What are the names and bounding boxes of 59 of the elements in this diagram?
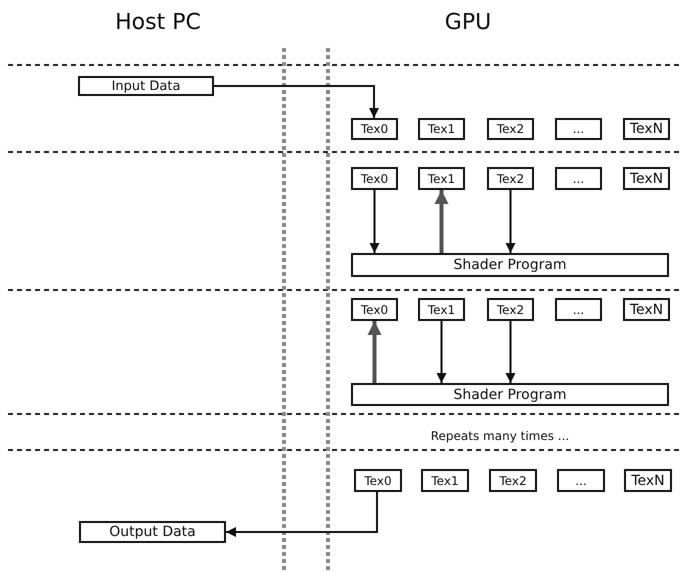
box-label: ... xyxy=(572,122,584,136)
shader-program-box xyxy=(351,253,669,277)
texture-box xyxy=(487,167,534,190)
box-label: Tex0 xyxy=(364,474,392,488)
box-label: Tex1 xyxy=(428,122,456,136)
texture-box xyxy=(421,469,469,492)
arrow xyxy=(506,190,516,253)
texture-box xyxy=(489,469,537,492)
texture-box xyxy=(418,298,465,321)
box-label: TexN xyxy=(630,302,664,318)
arrow xyxy=(226,492,378,537)
box-label: Tex1 xyxy=(428,172,456,186)
box-label: TexN xyxy=(630,121,664,137)
box-label: TexN xyxy=(631,472,665,488)
box-label: Shader Program xyxy=(453,257,567,273)
data-box xyxy=(78,76,214,96)
texture-box xyxy=(555,118,602,140)
data-box xyxy=(79,521,226,543)
box-label: ... xyxy=(572,302,584,316)
texture-box xyxy=(487,118,534,140)
box-label: Shader Program xyxy=(453,386,567,402)
texture-box xyxy=(623,118,670,140)
arrow xyxy=(436,321,446,383)
box-label: ... xyxy=(572,172,584,186)
column-heading: GPU xyxy=(444,10,492,35)
texture-box xyxy=(351,298,398,321)
texture-box xyxy=(623,167,670,190)
box-label: Tex2 xyxy=(499,474,527,488)
arrow xyxy=(368,321,382,383)
arrow xyxy=(506,321,516,383)
texture-box xyxy=(487,298,534,321)
arrow xyxy=(214,85,379,118)
texture-box xyxy=(557,469,605,492)
texture-box xyxy=(624,469,672,492)
box-label: Tex0 xyxy=(360,302,388,316)
arrow xyxy=(434,190,448,253)
texture-box xyxy=(351,118,398,140)
box-label: Tex2 xyxy=(496,302,524,316)
box-label: Tex0 xyxy=(360,122,388,136)
shader-program-box xyxy=(351,383,669,406)
box-label: TexN xyxy=(630,170,664,186)
box-label: Output Data xyxy=(109,524,196,540)
note-text: Repeats many times ... xyxy=(430,429,570,443)
box-label: Tex0 xyxy=(360,172,388,186)
box-label: Input Data xyxy=(112,78,180,94)
texture-box xyxy=(418,167,465,190)
arrow xyxy=(370,190,380,253)
box-label: Tex2 xyxy=(496,122,524,136)
texture-box xyxy=(418,118,465,140)
texture-box xyxy=(555,298,602,321)
box-label: Tex2 xyxy=(496,172,524,186)
texture-box xyxy=(354,469,402,492)
texture-box xyxy=(623,298,670,321)
box-label: Tex1 xyxy=(428,302,456,316)
texture-box xyxy=(555,167,602,190)
column-heading: Host PC xyxy=(115,10,201,35)
box-label: Tex1 xyxy=(431,474,459,488)
box-label: ... xyxy=(575,474,587,488)
texture-box xyxy=(351,167,398,190)
